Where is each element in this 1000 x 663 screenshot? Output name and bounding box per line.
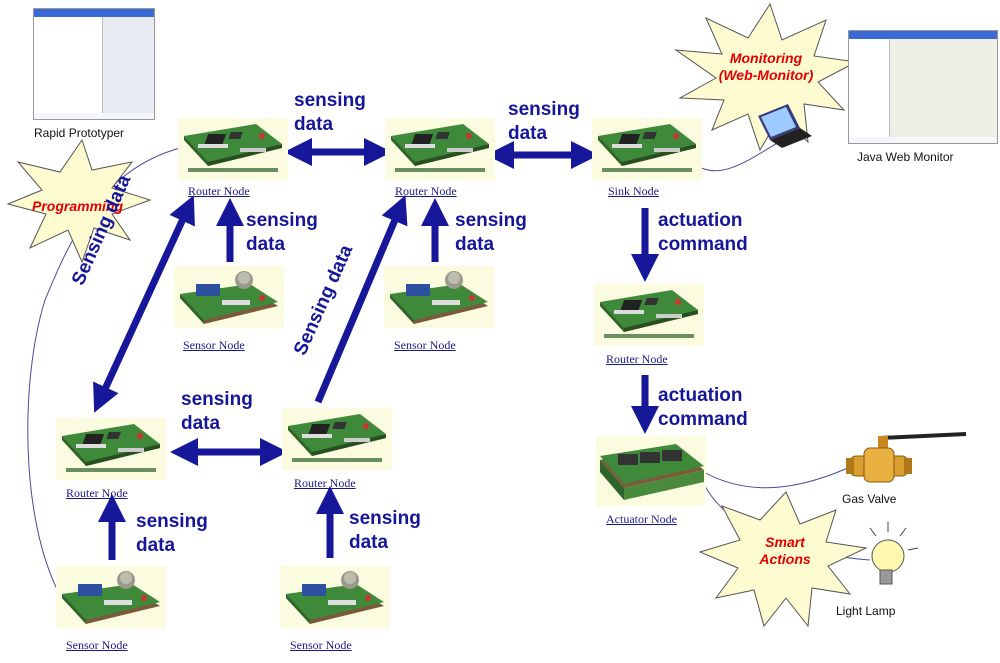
sensor-node-label: Sensor Node bbox=[394, 338, 456, 352]
data-text: data bbox=[181, 413, 221, 434]
data-text: data bbox=[455, 234, 495, 255]
monitoring-burst bbox=[674, 2, 858, 152]
arrow-diagonal-left bbox=[93, 195, 195, 413]
monitoring-label-line2: (Web-Monitor) bbox=[718, 67, 814, 83]
sensing-data-label: sensing data bbox=[181, 388, 253, 436]
data-text: data bbox=[294, 114, 334, 135]
smart-actions-line2: Actions bbox=[759, 551, 811, 567]
router-board-top-left bbox=[178, 118, 288, 180]
programming-burst bbox=[6, 138, 152, 264]
rapid-prototyper-caption: Rapid Prototyper bbox=[34, 126, 125, 140]
actuator-board bbox=[596, 436, 706, 506]
valve-cable bbox=[699, 464, 856, 489]
smart-actions-label: Smart Actions bbox=[740, 534, 830, 568]
sensing-text: sensing bbox=[508, 99, 580, 120]
java-web-monitor-caption: Java Web Monitor bbox=[857, 150, 954, 164]
sensing-text: sensing bbox=[294, 90, 366, 111]
data-text: data bbox=[508, 123, 548, 144]
router-board-bottom-left bbox=[56, 418, 166, 480]
sensing-data-label: sensing data bbox=[455, 209, 527, 257]
router-node-label: Router Node bbox=[66, 486, 128, 500]
command-text: command bbox=[658, 234, 748, 255]
monitoring-label-line1: Monitoring bbox=[729, 50, 803, 66]
sensor-board-bottom-left bbox=[56, 566, 166, 628]
data-text: data bbox=[349, 532, 389, 553]
actuation-text: actuation bbox=[658, 385, 743, 406]
actuation-text: actuation bbox=[658, 210, 743, 231]
actuator-node-label: Actuator Node bbox=[606, 512, 677, 526]
monitoring-label: Monitoring (Web-Monitor) bbox=[706, 50, 826, 84]
router-board-top-mid bbox=[385, 118, 495, 180]
sensing-data-label: sensing data bbox=[136, 510, 208, 558]
sink-board bbox=[592, 118, 702, 180]
sensing-text: sensing bbox=[349, 508, 421, 529]
router-board-right bbox=[594, 284, 704, 346]
actuation-command-label: actuation command bbox=[658, 384, 748, 432]
arrows bbox=[93, 138, 659, 560]
sensing-text: sensing bbox=[455, 210, 527, 231]
router-node-label: Router Node bbox=[294, 476, 356, 490]
sensing-data-label: sensing data bbox=[349, 507, 421, 555]
light-lamp-icon bbox=[869, 522, 919, 585]
gas-valve-caption: Gas Valve bbox=[842, 492, 897, 506]
sensor-board-bottom-mid bbox=[280, 566, 390, 628]
sensing-data-label: sensing data bbox=[294, 89, 366, 137]
actuation-command-label: actuation command bbox=[658, 209, 748, 257]
data-text: data bbox=[246, 234, 286, 255]
router-board-bottom-mid bbox=[282, 408, 392, 470]
sensor-node-label: Sensor Node bbox=[183, 338, 245, 352]
sink-node-label: Sink Node bbox=[608, 184, 659, 198]
sensor-board-top-mid bbox=[384, 266, 494, 328]
smart-actions-line1: Smart bbox=[765, 534, 805, 550]
sensor-board-top-left bbox=[174, 266, 284, 328]
sensor-node-label: Sensor Node bbox=[290, 638, 352, 652]
router-node-label: Router Node bbox=[395, 184, 457, 198]
smart-actions-burst bbox=[698, 491, 868, 628]
laptop-icon bbox=[758, 104, 812, 148]
sensing-text: sensing bbox=[246, 210, 318, 231]
sensing-data-label: sensing data bbox=[508, 98, 580, 146]
gas-valve-icon bbox=[846, 432, 967, 483]
router-node-label: Router Node bbox=[188, 184, 250, 198]
programming-label: Programming bbox=[32, 198, 124, 214]
java-web-monitor-screenshot bbox=[848, 30, 998, 144]
sensing-data-label: sensing data bbox=[246, 209, 318, 257]
arrow-diagonal-mid bbox=[314, 195, 408, 404]
sensing-text: sensing bbox=[181, 389, 253, 410]
data-text: data bbox=[136, 535, 176, 556]
sensor-node-label: Sensor Node bbox=[66, 638, 128, 652]
rapid-prototyper-screenshot bbox=[33, 8, 155, 120]
command-text: command bbox=[658, 409, 748, 430]
sensing-text: sensing bbox=[136, 511, 208, 532]
light-lamp-caption: Light Lamp bbox=[836, 604, 896, 618]
router-node-label: Router Node bbox=[606, 352, 668, 366]
